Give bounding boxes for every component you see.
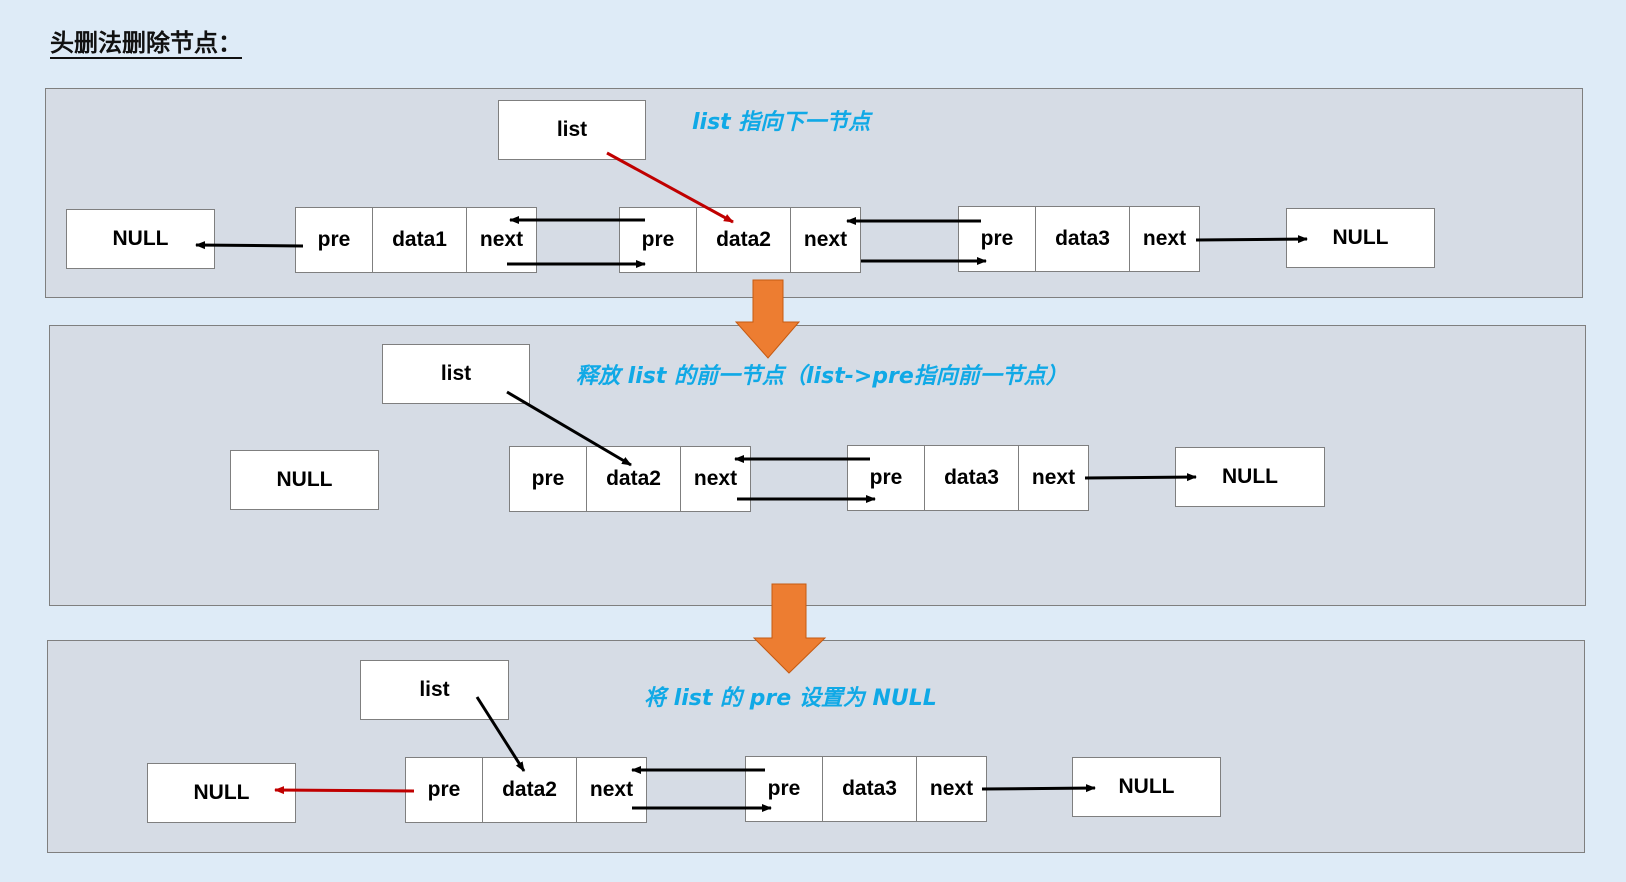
node-pre-field: pre [317, 228, 351, 251]
node-next-field: next [916, 757, 986, 821]
list-node-data3: pre data3 next [958, 206, 1200, 272]
node-next-field: next [576, 758, 646, 822]
node-pre-field: pre [980, 227, 1014, 250]
list-node-data2: pre data2 next [509, 446, 751, 512]
list-node-data2: pre data2 next [405, 757, 647, 823]
node-pre-field: pre [641, 228, 675, 251]
null-box-left: NULL [147, 763, 296, 823]
node-next-field: next [466, 208, 536, 272]
node-data-field: data2 [586, 447, 680, 511]
list-pointer-box: list [382, 344, 530, 404]
list-pointer-box: list [360, 660, 509, 720]
node-data-field: data1 [372, 208, 466, 272]
node-data-field: data2 [696, 208, 790, 272]
null-box-right: NULL [1072, 757, 1221, 817]
null-box-right: NULL [1175, 447, 1325, 507]
node-pre-field: pre [427, 778, 461, 801]
list-node-data2: pre data2 next [619, 207, 861, 273]
list-node-data1: pre data1 next [295, 207, 537, 273]
list-node-data3: pre data3 next [745, 756, 987, 822]
null-box-left: NULL [66, 209, 215, 269]
node-next-field: next [1018, 446, 1088, 510]
step-caption: 将 list 的 pre 设置为 NULL [644, 686, 937, 711]
node-data-field: data3 [924, 446, 1018, 510]
null-box-left: NULL [230, 450, 379, 510]
node-data-field: data3 [822, 757, 916, 821]
step-caption: 释放 list 的前一节点（list->pre指向前一节点） [576, 364, 1068, 389]
list-pointer-box: list [498, 100, 646, 160]
list-node-data3: pre data3 next [847, 445, 1089, 511]
node-next-field: next [790, 208, 860, 272]
node-next-field: next [1129, 207, 1199, 271]
diagram-title: 头删法删除节点： [50, 29, 242, 59]
node-next-field: next [680, 447, 750, 511]
step-panel-3 [47, 640, 1585, 853]
node-pre-field: pre [869, 466, 903, 489]
node-data-field: data3 [1035, 207, 1129, 271]
step-caption: list 指向下一节点 [692, 110, 871, 135]
node-pre-field: pre [767, 777, 801, 800]
node-pre-field: pre [531, 467, 565, 490]
node-data-field: data2 [482, 758, 576, 822]
null-box-right: NULL [1286, 208, 1435, 268]
